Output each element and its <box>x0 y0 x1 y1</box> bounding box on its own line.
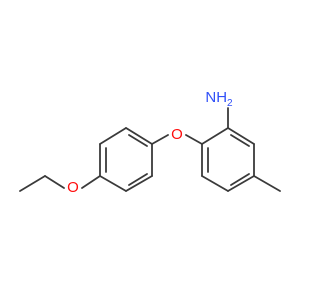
bond <box>125 127 153 145</box>
structure-canvas: O O NH2 <box>19 89 281 196</box>
bond <box>128 173 148 186</box>
bond <box>253 175 281 192</box>
amine-subscript: 2 <box>227 98 233 109</box>
bond <box>230 134 250 147</box>
bond <box>19 175 46 192</box>
bonds <box>19 107 281 192</box>
bond <box>44 175 65 189</box>
atom-labels: O O NH2 <box>67 89 233 196</box>
bond <box>99 175 127 192</box>
bond <box>81 175 101 189</box>
amine-label: NH2 <box>205 89 233 109</box>
bond <box>201 175 229 192</box>
bond <box>230 173 250 186</box>
bond <box>185 134 203 145</box>
bond <box>125 175 153 192</box>
molecule-diagram: O O NH2 <box>19 89 281 196</box>
amine-nh-text: NH <box>205 89 227 106</box>
ether-oxygen-2-label: O <box>171 126 183 143</box>
bond <box>201 127 229 145</box>
bond <box>99 127 127 145</box>
bond <box>227 175 255 192</box>
ether-oxygen-1-label: O <box>67 179 79 196</box>
bond <box>227 127 255 145</box>
bond <box>128 134 148 147</box>
bond <box>151 134 169 145</box>
